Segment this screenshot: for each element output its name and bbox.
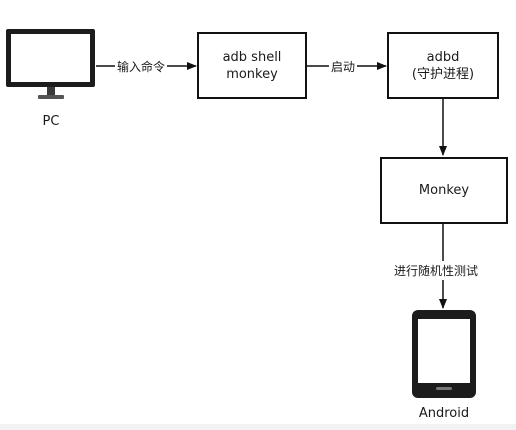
tablet-icon [412, 310, 476, 398]
android-label: Android [418, 406, 470, 421]
adb-shell-line1: adb shell [222, 49, 282, 65]
edge-label-random-test: 进行随机性测试 [392, 261, 481, 280]
bottom-edge [0, 424, 516, 430]
monkey-label: Monkey [418, 183, 470, 198]
monitor-icon [6, 29, 95, 99]
monkey-node: Monkey [380, 157, 508, 224]
adbd-node: adbd (守护进程) [387, 32, 499, 99]
edge-label-input-command: 输入命令 [115, 58, 168, 75]
adb-shell-line2: monkey [226, 66, 278, 82]
edge-label-start: 启动 [329, 58, 358, 75]
adbd-line1: adbd [426, 49, 460, 65]
adbd-line2: (守护进程) [411, 66, 475, 82]
pc-label: PC [42, 114, 60, 129]
adb-shell-monkey-node: adb shell monkey [197, 32, 307, 99]
